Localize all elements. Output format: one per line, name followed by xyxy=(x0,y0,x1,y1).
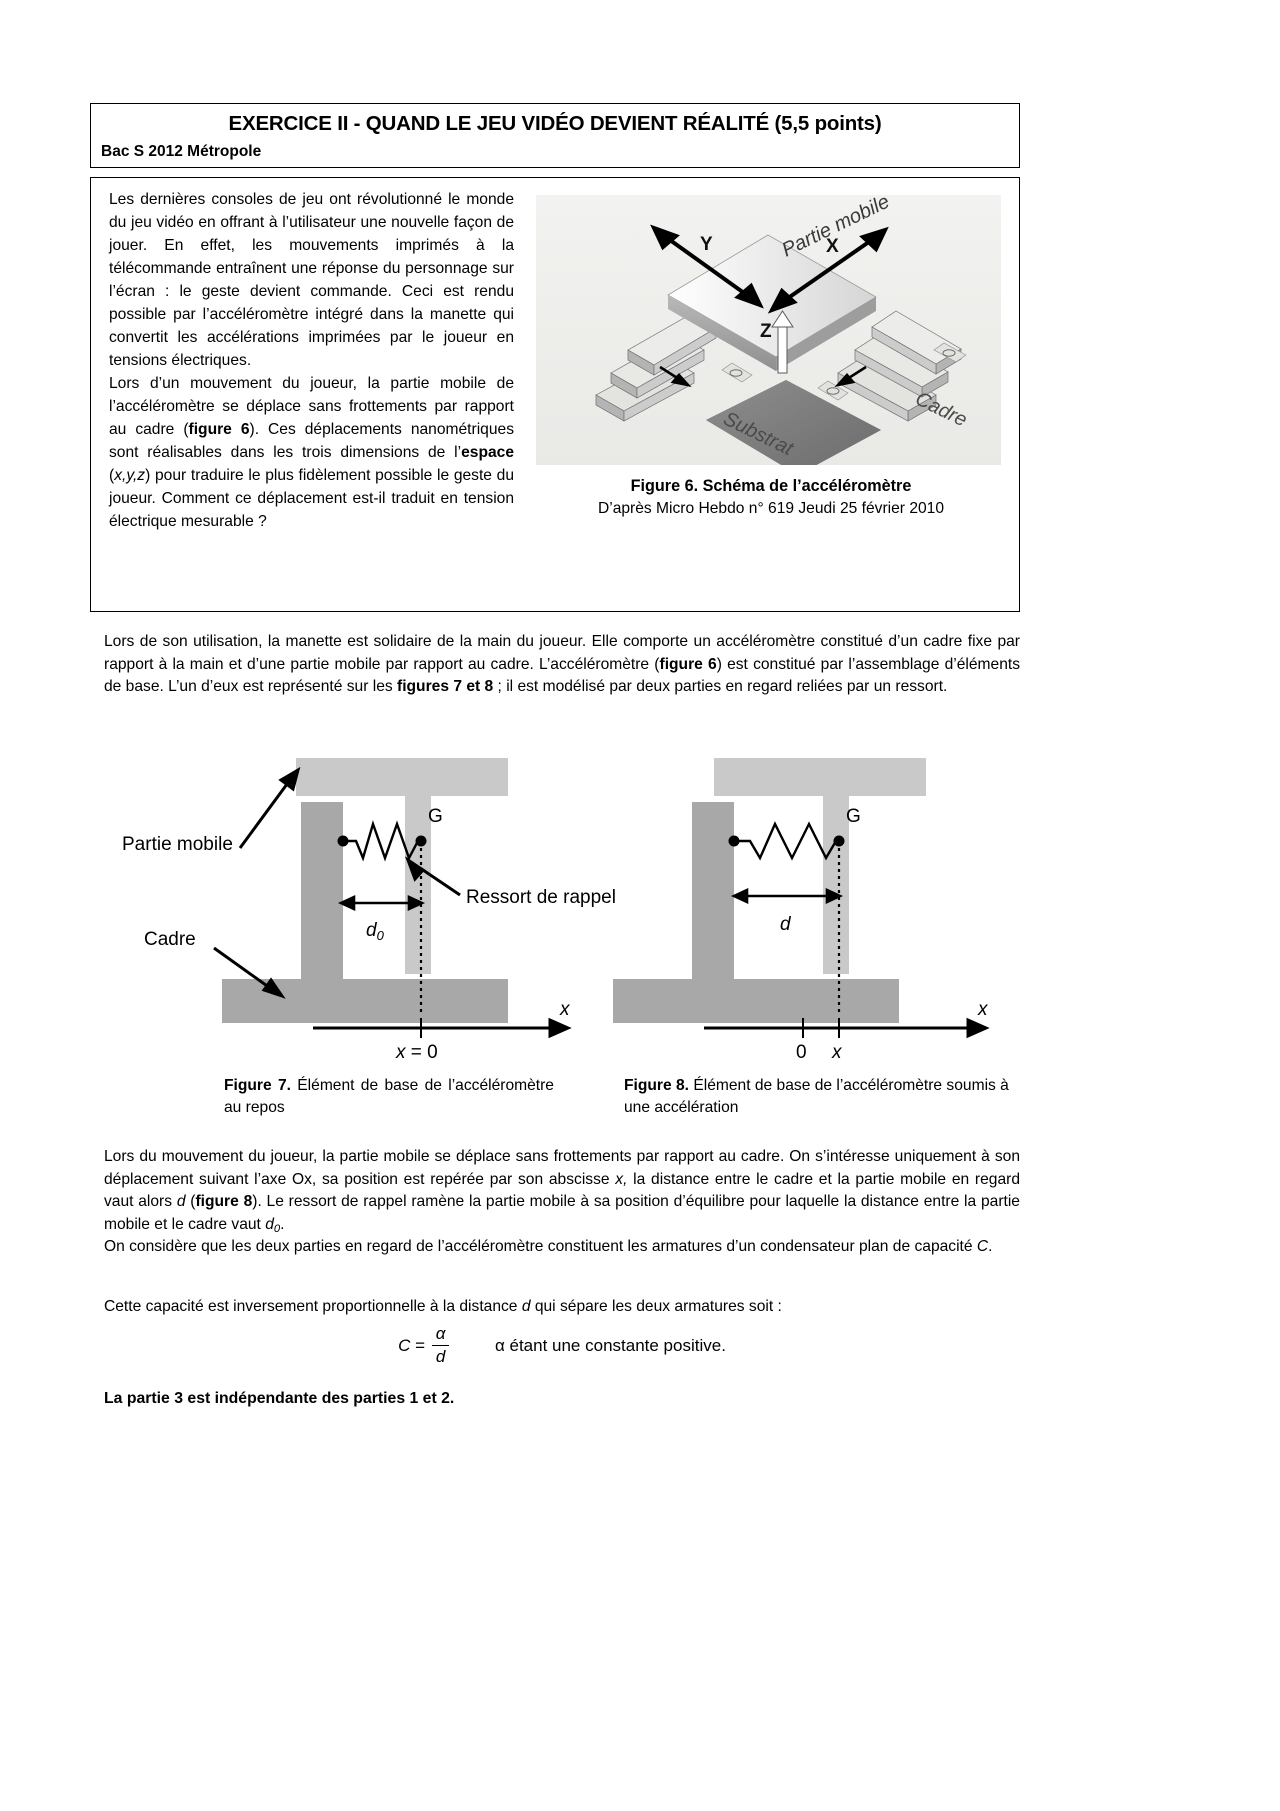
p3-a: On considère que les deux parties en reg… xyxy=(104,1238,977,1255)
p1-a: Lors de son utilisation, la manette est … xyxy=(104,633,1020,673)
p2-italic-d: d xyxy=(176,1193,186,1211)
intro-paragraph-2: Lors d’un mouvement du joueur, la partie… xyxy=(109,372,514,533)
p2-bold-figure8: figure 8 xyxy=(195,1193,253,1211)
formula-fraction: α d xyxy=(431,1324,450,1367)
fig7-arrow-ressort xyxy=(405,856,461,897)
intro-p2-d: ) pour traduire le plus fidèlement possi… xyxy=(109,467,514,530)
fig7-mobile-top-bar xyxy=(296,758,508,796)
p1-b: ) est constitué par l’assemblage d’éléme… xyxy=(104,655,1021,696)
p4-b: qui sépare les deux armatures soit : xyxy=(530,1298,782,1315)
intro-p2-italic-xyz: x,y,z xyxy=(114,467,146,484)
p2-italic-d0: d xyxy=(265,1215,274,1233)
p2-sub-0: 0 xyxy=(273,1222,281,1235)
p2-d: ). Le ressort de rappel ramène la partie… xyxy=(104,1193,1020,1233)
figure8-caption-text: Élément de base de l’accéléromètre soumi… xyxy=(624,1077,1009,1116)
figures-7-8-region: d0 G x x = 0 Partie mobile Ca xyxy=(104,740,1114,1140)
fig8-spring-anchor-left xyxy=(728,835,740,847)
fig8-spring xyxy=(734,821,839,861)
intro-box: Les dernières consoles de jeu ont révolu… xyxy=(90,177,1020,612)
fig7-spring xyxy=(343,820,421,862)
figure6-caption-source: D’après Micro Hebdo n° 619 Jeudi 25 févr… xyxy=(597,500,945,517)
fig7-x-axis xyxy=(313,1017,572,1039)
fig7-axis-label-x: x xyxy=(559,999,571,1020)
fig8-axis-label-x: x xyxy=(977,999,989,1020)
fig8-dimension-d xyxy=(730,887,844,905)
fig8-label-d: d xyxy=(780,914,792,935)
figure7-caption-text: Élément de base de l’accéléromètre au re… xyxy=(224,1077,554,1116)
intro-text-column: Les dernières consoles de jeu ont révolu… xyxy=(109,188,514,533)
fig7-label-x-equals-0: x = 0 xyxy=(395,1042,438,1063)
p4-italic-d: d xyxy=(521,1298,531,1315)
figure8-caption-bold: Figure 8. xyxy=(624,1077,689,1094)
p1-bold-figure6: figure 6 xyxy=(659,655,717,673)
exam-subtitle: Bac S 2012 Métropole xyxy=(101,142,262,160)
p3-italic-C: C xyxy=(976,1238,989,1255)
intro-p2-c: ( xyxy=(109,467,115,484)
fig7-spring-anchor-left xyxy=(337,835,349,847)
p1-bold-figures78: figures 7 et 8 xyxy=(397,678,494,696)
fig7-label-ressort: Ressort de rappel xyxy=(466,887,616,908)
figure6-label-z: Z xyxy=(760,321,772,342)
capacity-formula: C = α d α étant une constante positive. xyxy=(104,1324,1020,1368)
p2-c: ( xyxy=(185,1193,196,1211)
figure6-accelerometer-schematic: Y X Z Partie mobile Substrat Cadre xyxy=(536,195,1001,465)
formula-C: C xyxy=(398,1335,411,1355)
axis-y-arrow xyxy=(650,224,764,309)
page-title: EXERCICE II - QUAND LE JEU VIDÉO DEVIENT… xyxy=(228,112,882,135)
fig7-arrow-cadre xyxy=(213,946,286,999)
fig8-label-position-x: x xyxy=(831,1042,843,1063)
axis-x-arrow xyxy=(767,226,889,314)
fig7-label-G: G xyxy=(428,806,443,827)
figure7-caption-bold: Figure 7. xyxy=(224,1077,291,1094)
formula-denominator-d: d xyxy=(435,1347,446,1366)
p4-a: Cette capacité est inversement proportio… xyxy=(104,1298,522,1315)
figure6-label-x: X xyxy=(826,236,839,257)
intro-p2-b: ). Ces déplacements nanométriques sont r… xyxy=(109,421,514,461)
fig7-label-cadre: Cadre xyxy=(144,929,196,950)
p2-italic-x: x, xyxy=(615,1170,628,1188)
paragraph-movement: Lors du mouvement du joueur, la partie m… xyxy=(104,1146,1020,1237)
figure7-caption: Figure 7. Élément de base de l’accélérom… xyxy=(224,1075,554,1119)
paragraph-capacity: Cette capacité est inversement proportio… xyxy=(104,1296,1020,1319)
paragraph-condenser: On considère que les deux parties en reg… xyxy=(104,1236,1020,1259)
p2-a: Lors du mouvement du joueur, la partie m… xyxy=(104,1148,1020,1188)
fig8-label-G: G xyxy=(846,806,861,827)
axis-z-arrow xyxy=(771,310,794,374)
fig8-mobile-top-bar xyxy=(714,758,926,796)
figure6-caption-title: Figure 6. Schéma de l’accéléromètre xyxy=(630,477,912,495)
fig8-x-axis xyxy=(704,1017,990,1039)
formula-numerator-alpha: α xyxy=(431,1324,450,1346)
figure8-diagram: d G x 0 x xyxy=(613,758,990,1063)
p1-c: ; il est modélisé par deux parties en re… xyxy=(493,678,948,696)
intro-p2-bold-espace: espace xyxy=(461,444,514,461)
fig7-dimension-d0 xyxy=(337,894,426,912)
figure6-block: Y X Z Partie mobile Substrat Cadre Figur… xyxy=(536,195,1006,518)
exercise-title-box: EXERCICE II - QUAND LE JEU VIDÉO DEVIENT… xyxy=(90,103,1020,169)
fig7-label-d0: d0 xyxy=(366,920,385,943)
formula-note-alpha: α xyxy=(494,1335,505,1355)
closing-note: La partie 3 est indépendante des parties… xyxy=(104,1390,455,1407)
fig7-arrow-partie-mobile xyxy=(238,766,301,849)
figure8-caption: Figure 8. Élément de base de l’accélérom… xyxy=(624,1075,1024,1119)
p2-e: . xyxy=(280,1215,285,1233)
fig7-frame-column xyxy=(301,802,343,979)
intro-p2-bold-figure6: figure 6 xyxy=(188,421,250,438)
paragraph-after-intro-box: Lors de son utilisation, la manette est … xyxy=(104,631,1020,699)
fig8-label-origin: 0 xyxy=(796,1042,807,1063)
fig8-frame-base xyxy=(613,979,899,1023)
intro-paragraph-1: Les dernières consoles de jeu ont révolu… xyxy=(109,191,514,369)
figure7-diagram: d0 G x x = 0 Partie mobile Ca xyxy=(122,758,616,1063)
formula-equals: = xyxy=(415,1335,426,1355)
p2-b: la distance entre le cadre et la partie … xyxy=(104,1170,1020,1211)
intro-p2-a: Lors d’un mouvement du joueur, la partie… xyxy=(109,375,514,438)
figure6-label-y: Y xyxy=(700,234,713,255)
p3-b: . xyxy=(988,1238,993,1255)
fig7-mobile-stem xyxy=(405,796,431,974)
fig8-frame-column xyxy=(692,802,734,979)
fig7-label-partie-mobile: Partie mobile xyxy=(122,834,233,855)
figures-7-8-svg: d0 G x x = 0 Partie mobile Ca xyxy=(122,758,990,1063)
fig8-mobile-stem xyxy=(823,796,849,974)
formula-note-text: étant une constante positive. xyxy=(504,1335,726,1355)
